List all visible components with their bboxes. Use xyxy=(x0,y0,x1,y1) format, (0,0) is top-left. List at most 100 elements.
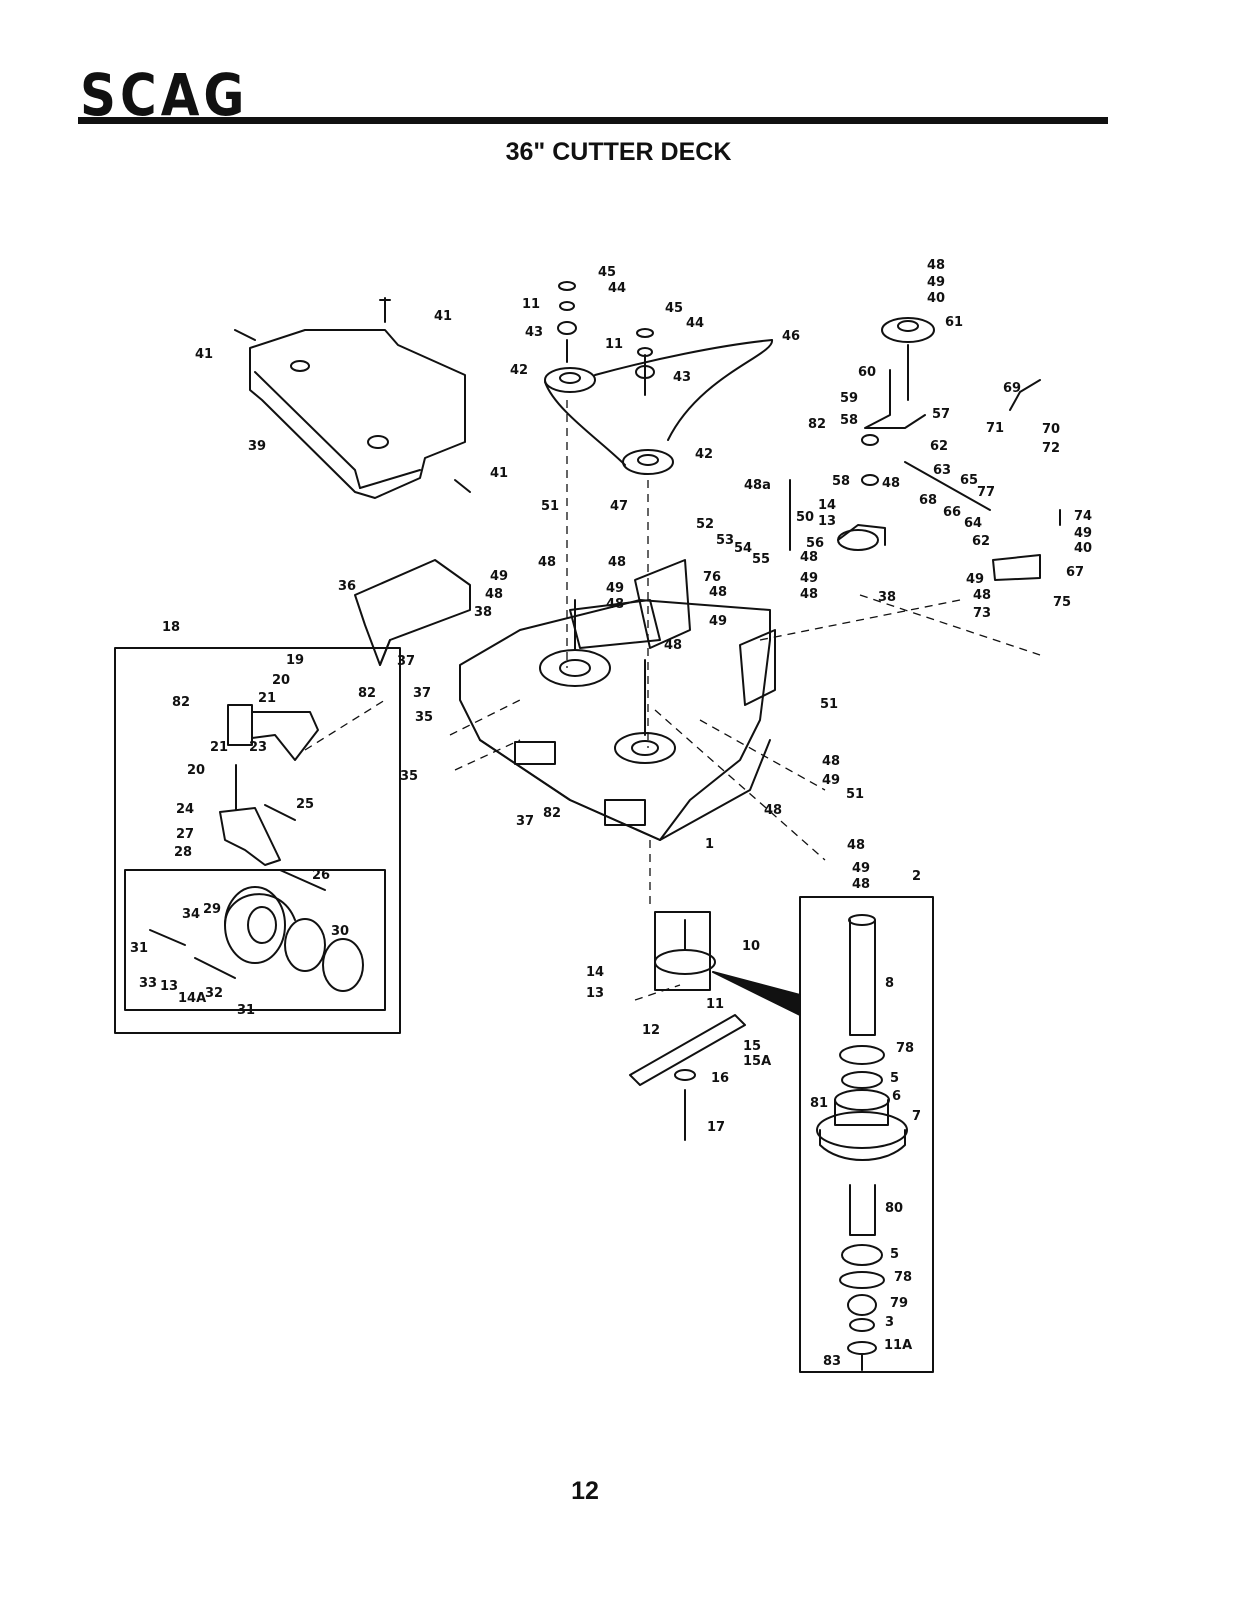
callout-label: 75 xyxy=(1053,595,1071,610)
callout-label: 37 xyxy=(413,686,431,701)
callout-label: 48 xyxy=(882,476,900,491)
callout-label: 16 xyxy=(711,1071,729,1086)
callout-label: 1 xyxy=(705,837,714,852)
callout-label: 54 xyxy=(734,541,752,556)
callout-label: 53 xyxy=(716,533,734,548)
callout-label: 37 xyxy=(397,654,415,669)
callout-label: 6 xyxy=(892,1089,901,1104)
callout-label: 64 xyxy=(964,516,982,531)
callout-label: 51 xyxy=(820,697,838,712)
callout-label: 41 xyxy=(490,466,508,481)
header-rule xyxy=(78,117,1108,124)
callout-label: 13 xyxy=(160,979,178,994)
callout-label: 68 xyxy=(919,493,937,508)
callout-label: 11A xyxy=(884,1338,912,1353)
caster-assembly-inset xyxy=(114,647,401,1034)
callout-label: 58 xyxy=(840,413,858,428)
callout-label: 62 xyxy=(972,534,990,549)
callout-label: 71 xyxy=(986,421,1004,436)
callout-label: 11 xyxy=(522,297,540,312)
page-title: 36" CUTTER DECK xyxy=(505,138,732,166)
callout-label: 20 xyxy=(272,673,290,688)
callout-label: 76 xyxy=(703,570,721,585)
callout-label: 79 xyxy=(890,1296,908,1311)
callout-label: 10 xyxy=(742,939,760,954)
callout-label: 82 xyxy=(543,806,561,821)
callout-label: 81 xyxy=(810,1096,828,1111)
callout-label: 70 xyxy=(1042,422,1060,437)
discharge-chute-shape xyxy=(354,559,471,666)
callout-label: 48 xyxy=(973,588,991,603)
callout-label: 28 xyxy=(174,845,192,860)
callout-label: 24 xyxy=(176,802,194,817)
callout-label: 48 xyxy=(608,555,626,570)
callout-label: 63 xyxy=(933,463,951,478)
callout-label: 73 xyxy=(973,606,991,621)
callout-label: 59 xyxy=(840,391,858,406)
callout-label: 13 xyxy=(586,986,604,1001)
callout-label: 82 xyxy=(808,417,826,432)
callout-label: 21 xyxy=(258,691,276,706)
callout-label: 43 xyxy=(525,325,543,340)
callout-label: 8 xyxy=(885,976,894,991)
callout-label: 57 xyxy=(932,407,950,422)
callout-label: 48 xyxy=(852,877,870,892)
callout-label: 49 xyxy=(852,861,870,876)
callout-label: 20 xyxy=(187,763,205,778)
callout-label: 48 xyxy=(485,587,503,602)
callout-label: 21 xyxy=(210,740,228,755)
callout-label: 18 xyxy=(162,620,180,635)
callout-label: 62 xyxy=(930,439,948,454)
callout-label: 69 xyxy=(1003,381,1021,396)
callout-label: 50 xyxy=(796,510,814,525)
callout-label: 42 xyxy=(695,447,713,462)
callout-label: 51 xyxy=(541,499,559,514)
callout-label: 30 xyxy=(331,924,349,939)
callout-label: 37 xyxy=(516,814,534,829)
callout-label: 12 xyxy=(642,1023,660,1038)
callout-label: 78 xyxy=(894,1270,912,1285)
callout-label: 43 xyxy=(673,370,691,385)
callout-label: 49 xyxy=(1074,526,1092,541)
callout-label: 23 xyxy=(249,740,267,755)
callout-label: 80 xyxy=(885,1201,903,1216)
callout-label: 48a xyxy=(744,478,771,493)
callout-label: 26 xyxy=(312,868,330,883)
callout-label: 58 xyxy=(832,474,850,489)
callout-label: 31 xyxy=(130,941,148,956)
callout-label: 15A xyxy=(743,1054,771,1069)
callout-label: 49 xyxy=(606,581,624,596)
callout-label: 44 xyxy=(686,316,704,331)
callout-label: 14A xyxy=(178,991,206,1006)
callout-label: 46 xyxy=(782,329,800,344)
callout-label: 45 xyxy=(665,301,683,316)
callout-label: 72 xyxy=(1042,441,1060,456)
callout-label: 49 xyxy=(966,572,984,587)
callout-label: 44 xyxy=(608,281,626,296)
pulley-left-shape xyxy=(544,367,596,393)
callout-label: 49 xyxy=(490,569,508,584)
callout-label: 52 xyxy=(696,517,714,532)
callout-label: 31 xyxy=(237,1003,255,1018)
callout-label: 74 xyxy=(1074,509,1092,524)
part-callouts: 45 44 11 43 42 45 44 11 43 46 42 41 41 4… xyxy=(130,258,1092,1369)
page-number: 12 xyxy=(571,1477,599,1505)
callout-label: 55 xyxy=(752,552,770,567)
callout-label: 48 xyxy=(538,555,556,570)
callout-label: 14 xyxy=(818,498,836,513)
callout-label: 82 xyxy=(172,695,190,710)
callout-label: 25 xyxy=(296,797,314,812)
callout-label: 48 xyxy=(800,550,818,565)
callout-label: 13 xyxy=(818,514,836,529)
callout-label: 49 xyxy=(822,773,840,788)
callout-label: 38 xyxy=(878,590,896,605)
callout-label: 78 xyxy=(896,1041,914,1056)
callout-label: 47 xyxy=(610,499,628,514)
callout-label: 19 xyxy=(286,653,304,668)
callout-label: 83 xyxy=(823,1354,841,1369)
spindle-assembly-inset xyxy=(799,896,934,1373)
callout-label: 61 xyxy=(945,315,963,330)
callout-label: 40 xyxy=(927,291,945,306)
callout-label: 49 xyxy=(709,614,727,629)
callout-label: 60 xyxy=(858,365,876,380)
